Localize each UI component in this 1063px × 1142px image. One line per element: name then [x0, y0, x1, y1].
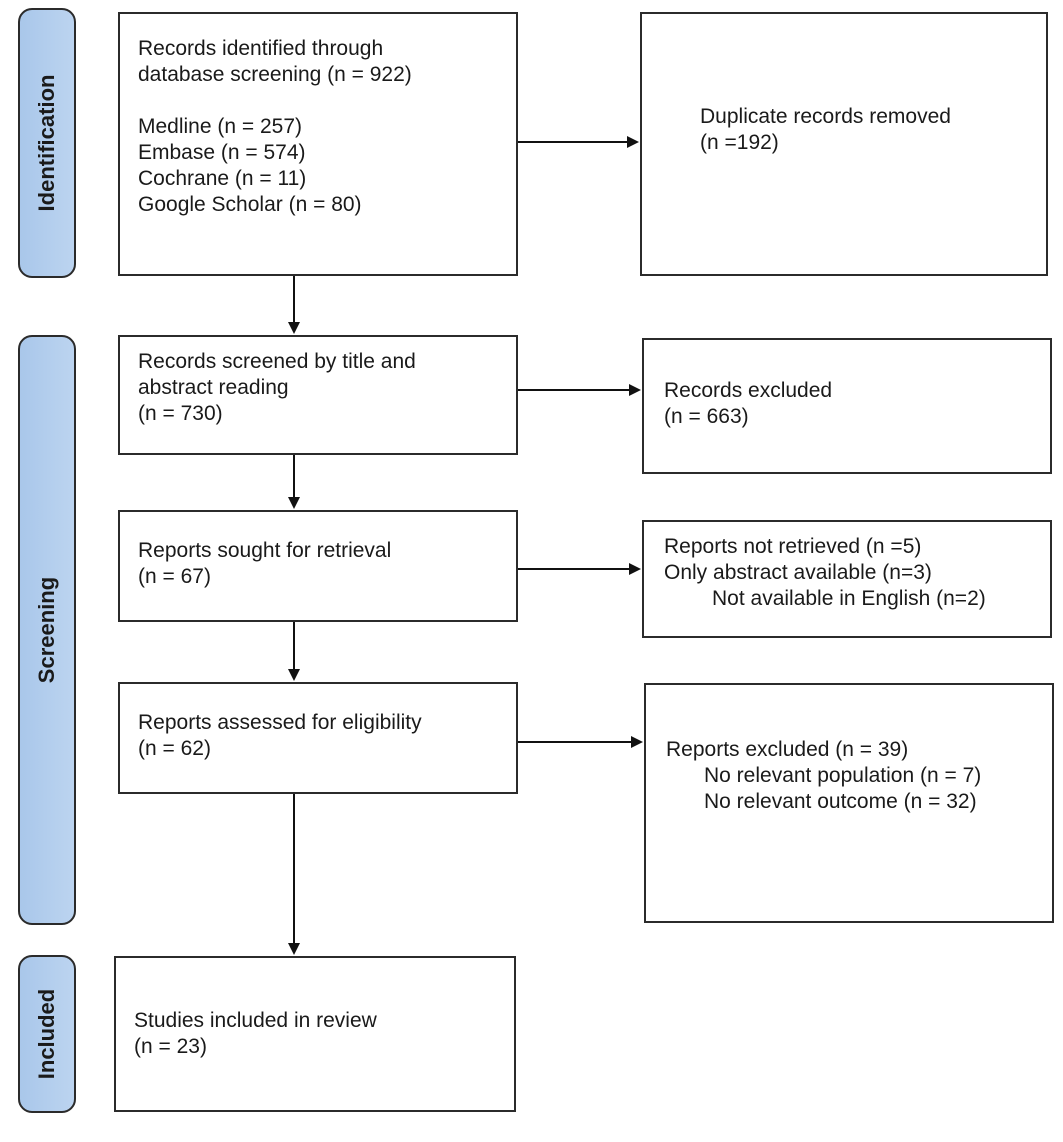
records-excluded-label: Records excluded: [664, 379, 833, 402]
studies-included-label: Studies included in review: [134, 1009, 377, 1032]
records-screened-line2: abstract reading: [138, 376, 289, 399]
stage-screening: Screening: [18, 335, 76, 925]
reports-sought-count: (n = 67): [138, 565, 211, 588]
records-excluded-box: Records excluded (n = 663): [642, 338, 1052, 474]
reports-sought-label: Reports sought for retrieval: [138, 539, 392, 562]
records-identified-box: Records identified through database scre…: [118, 12, 518, 276]
reports-assessed-label: Reports assessed for eligibility: [138, 711, 422, 734]
records-screened-line1: Records screened by title and: [138, 350, 416, 373]
reports-not-retrieved-box: Reports not retrieved (n =5) Only abstra…: [642, 520, 1052, 638]
reports-excluded-label: Reports excluded (n = 39): [666, 738, 909, 761]
duplicates-removed-label: Duplicate records removed: [700, 105, 951, 128]
only-abstract-available: Only abstract available (n=3): [664, 561, 932, 584]
duplicates-removed-count: (n =192): [700, 131, 779, 154]
stage-identification: Identification: [18, 8, 76, 278]
records-identified-title: Records identified through: [138, 37, 384, 60]
source-google-scholar: Google Scholar (n = 80): [138, 193, 362, 216]
reports-assessed-count: (n = 62): [138, 737, 211, 760]
records-screened-box: Records screened by title and abstract r…: [118, 335, 518, 455]
no-relevant-outcome: No relevant outcome (n = 32): [704, 790, 977, 813]
source-embase: Embase (n = 574): [138, 141, 306, 164]
reports-assessed-box: Reports assessed for eligibility (n = 62…: [118, 682, 518, 794]
studies-included-box: Studies included in review (n = 23): [114, 956, 516, 1112]
no-relevant-population: No relevant population (n = 7): [704, 764, 982, 787]
records-screened-count: (n = 730): [138, 402, 223, 425]
reports-not-retrieved-label: Reports not retrieved (n =5): [664, 535, 922, 558]
records-excluded-count: (n = 663): [664, 405, 749, 428]
studies-included-count: (n = 23): [134, 1035, 207, 1058]
duplicates-removed-box: Duplicate records removed (n =192): [640, 12, 1048, 276]
source-cochrane: Cochrane (n = 11): [138, 167, 307, 190]
stage-included: Included: [18, 955, 76, 1113]
not-available-in-english: Not available in English (n=2): [712, 587, 986, 610]
reports-excluded-box: Reports excluded (n = 39) No relevant po…: [644, 683, 1054, 923]
reports-sought-box: Reports sought for retrieval (n = 67): [118, 510, 518, 622]
source-medline: Medline (n = 257): [138, 115, 303, 138]
records-identified-count: database screening (n = 922): [138, 63, 412, 86]
